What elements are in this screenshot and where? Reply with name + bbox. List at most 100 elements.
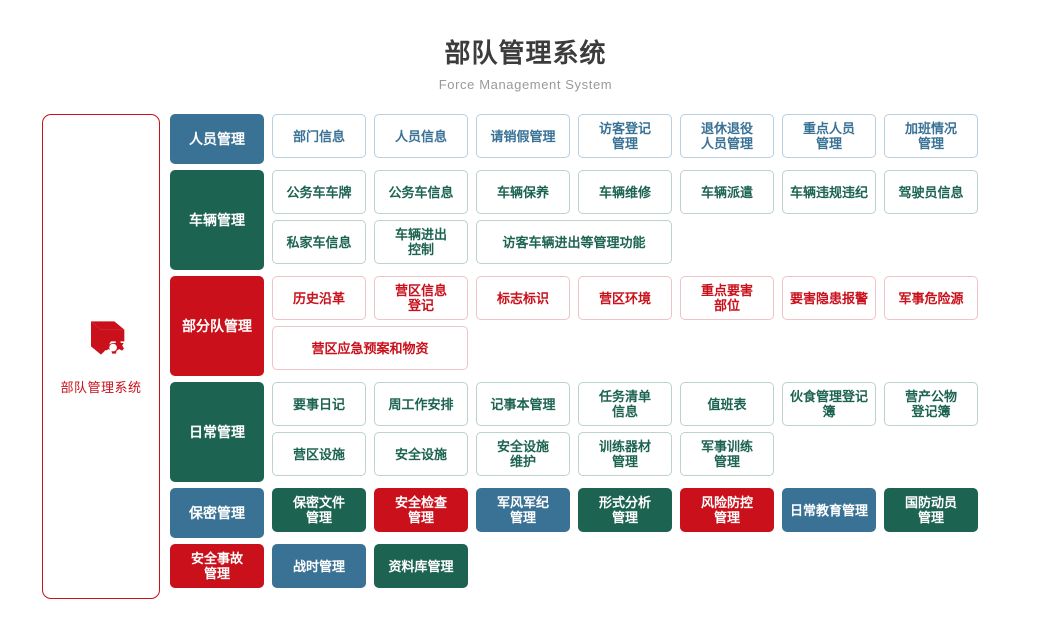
grid-item-label: 维护 (509, 454, 536, 470)
grid-item-label: 加班情况 (904, 120, 957, 136)
category-label[interactable]: 车辆管理 (170, 170, 264, 271)
grid-item-label: 值班表 (707, 396, 747, 412)
grid-item[interactable]: 标志标识 (476, 276, 570, 321)
grid-item[interactable]: 退休退役人员管理 (680, 114, 774, 159)
grid-item-label: 营产公物 (904, 388, 957, 404)
grid-item-label: 安全设施 (394, 446, 447, 462)
grid-item-label: 营区环境 (598, 290, 651, 306)
category-items: 公务车车牌公务车信息车辆保养车辆维修车辆派遣车辆违规违纪驾驶员信息私家车信息车辆… (272, 170, 1051, 270)
grid-item-label: 安全事故 (190, 550, 243, 566)
category-label[interactable]: 人员管理 (170, 114, 264, 165)
grid-item[interactable]: 车辆维修 (578, 170, 672, 215)
grid-item[interactable]: 记事本管理 (476, 382, 570, 427)
grid-item-label: 管理 (611, 454, 638, 470)
grid-item[interactable]: 部门信息 (272, 114, 366, 159)
grid-item[interactable]: 要害隐患报警 (782, 276, 876, 321)
grid-item-label: 访客车辆进出等管理功能 (502, 234, 646, 250)
category-row: 部分队管理历史沿革营区信息登记标志标识 营区环境 重点要害部位要害隐患报警军事危险源… (170, 276, 1051, 377)
grid-item-label: 车辆进出 (394, 226, 447, 242)
grid-item[interactable]: 风险防控管理 (680, 488, 774, 533)
category-label[interactable]: 保密管理 (170, 488, 264, 539)
grid-item[interactable]: 访客车辆进出等管理功能 (476, 220, 672, 265)
grid-item[interactable]: 军事训练管理 (680, 432, 774, 477)
grid-item[interactable]: 访客登记管理 (578, 114, 672, 159)
grid-item-label: 资料库管理 (388, 558, 454, 574)
grid-item[interactable]: 重点要害部位 (680, 276, 774, 321)
grid-item[interactable]: 形式分析管理 (578, 488, 672, 533)
grid-item[interactable]: 安全设施维护 (476, 432, 570, 477)
grid-item[interactable]: 营区应急预案和物资 (272, 326, 468, 371)
grid-item[interactable]: 周工作安排 (374, 382, 468, 427)
grid-item-label: 营区设施 (292, 446, 345, 462)
grid-item-label: 训练器材 (598, 438, 651, 454)
grid-item[interactable]: 训练器材管理 (578, 432, 672, 477)
cube-gear-icon (74, 318, 128, 368)
grid-item[interactable]: 营产公物登记簿 (884, 382, 978, 427)
grid-item-label: 安全检查 (394, 494, 447, 510)
grid-item-label: 营区信息 (394, 282, 447, 298)
grid-item[interactable]: 公务车信息 (374, 170, 468, 215)
grid-item-label: 驾驶员信息 (898, 184, 964, 200)
grid-item[interactable]: 历史沿革 (272, 276, 366, 321)
grid-item[interactable]: 公务车车牌 (272, 170, 366, 215)
grid-item[interactable]: 任务清单信息 (578, 382, 672, 427)
grid-item-label: 信息 (611, 404, 638, 420)
grid-item-label: 军事训练 (700, 438, 753, 454)
grid-item[interactable]: 军事危险源 (884, 276, 978, 321)
grid-item[interactable]: 国防动员管理 (884, 488, 978, 533)
main-layout: 部队管理系统 人员管理部门信息人员信息请销假管理访客登记管理退休退役人员管理重点… (0, 114, 1051, 600)
grid-item[interactable]: 战时管理 (272, 544, 366, 589)
grid-item[interactable]: 车辆派遣 (680, 170, 774, 215)
grid-item[interactable]: 值班表 (680, 382, 774, 427)
grid-item[interactable]: 保密文件管理 (272, 488, 366, 533)
grid-item[interactable]: 营区信息登记 (374, 276, 468, 321)
category-label[interactable]: 部分队管理 (170, 276, 264, 377)
grid-item[interactable]: 要事日记 (272, 382, 366, 427)
category-row: 保密管理保密文件管理安全检查管理军风军纪管理形式分析管理风险防控管理日常教育管理… (170, 488, 1051, 539)
grid-item-label: 公务车车牌 (286, 184, 352, 200)
grid-item[interactable]: 车辆保养 (476, 170, 570, 215)
grid-item-label: 军风军纪 (496, 494, 549, 510)
grid-item-label: 战时管理 (292, 558, 345, 574)
grid-item[interactable]: 伙食管理登记簿 (782, 382, 876, 427)
grid-item-label: 记事本管理 (490, 396, 556, 412)
grid-item-label: 伙食管理登记簿 (789, 388, 868, 420)
grid-item-label: 周工作安排 (388, 396, 454, 412)
grid-item-label: 车辆违规违纪 (789, 184, 868, 200)
grid-item-label: 营区应急预案和物资 (311, 340, 429, 356)
category-items: 保密文件管理安全检查管理军风军纪管理形式分析管理风险防控管理日常教育管理国防动员… (272, 488, 1051, 538)
category-items: 历史沿革营区信息登记标志标识 营区环境 重点要害部位要害隐患报警军事危险源营区应急预… (272, 276, 1051, 376)
grid-item[interactable]: 私家车信息 (272, 220, 366, 265)
category-label[interactable]: 日常管理 (170, 382, 264, 483)
grid-item[interactable]: 安全设施 (374, 432, 468, 477)
grid-item[interactable]: 安全检查管理 (374, 488, 468, 533)
grid-item-label: 管理 (305, 510, 332, 526)
grid-item-label: 要害隐患报警 (789, 290, 868, 306)
grid-item[interactable]: 军风军纪管理 (476, 488, 570, 533)
grid-item-label: 重点人员 (802, 120, 855, 136)
grid-item-label: 车辆保养 (496, 184, 549, 200)
grid-item[interactable]: 营区设施 (272, 432, 366, 477)
grid-item[interactable]: 人员信息 (374, 114, 468, 159)
grid-item[interactable]: 驾驶员信息 (884, 170, 978, 215)
grid-item-label: 访客登记 (598, 120, 651, 136)
grid-item-label: 管理 (713, 510, 740, 526)
grid-item[interactable]: 请销假管理 (476, 114, 570, 159)
grid-item[interactable]: 营区环境 (578, 276, 672, 321)
grid-item[interactable]: 安全事故管理 (170, 544, 264, 589)
grid-item-label: 人员管理 (700, 136, 753, 152)
brand-rail[interactable]: 部队管理系统 (42, 114, 160, 600)
grid-item[interactable]: 日常教育管理 (782, 488, 876, 533)
grid-item[interactable]: 资料库管理 (374, 544, 468, 589)
grid-item[interactable]: 加班情况管理 (884, 114, 978, 159)
grid-item-label: 管理 (407, 510, 434, 526)
grid-item[interactable]: 重点人员管理 (782, 114, 876, 159)
grid-item-label: 日常教育管理 (789, 502, 868, 518)
grid-item[interactable]: 车辆进出控制 (374, 220, 468, 265)
brand-label: 部队管理系统 (60, 379, 142, 395)
grid-item[interactable]: 车辆违规违纪 (782, 170, 876, 215)
category-items: 要事日记 周工作安排 记事本管理 任务清单信息 值班表 伙食管理登记簿营产公物登记簿营区设… (272, 382, 1051, 482)
grid-item-label: 风险防控 (700, 494, 753, 510)
grid-item-label: 部门信息 (292, 128, 345, 144)
grid-item-label: 管理 (815, 136, 842, 152)
